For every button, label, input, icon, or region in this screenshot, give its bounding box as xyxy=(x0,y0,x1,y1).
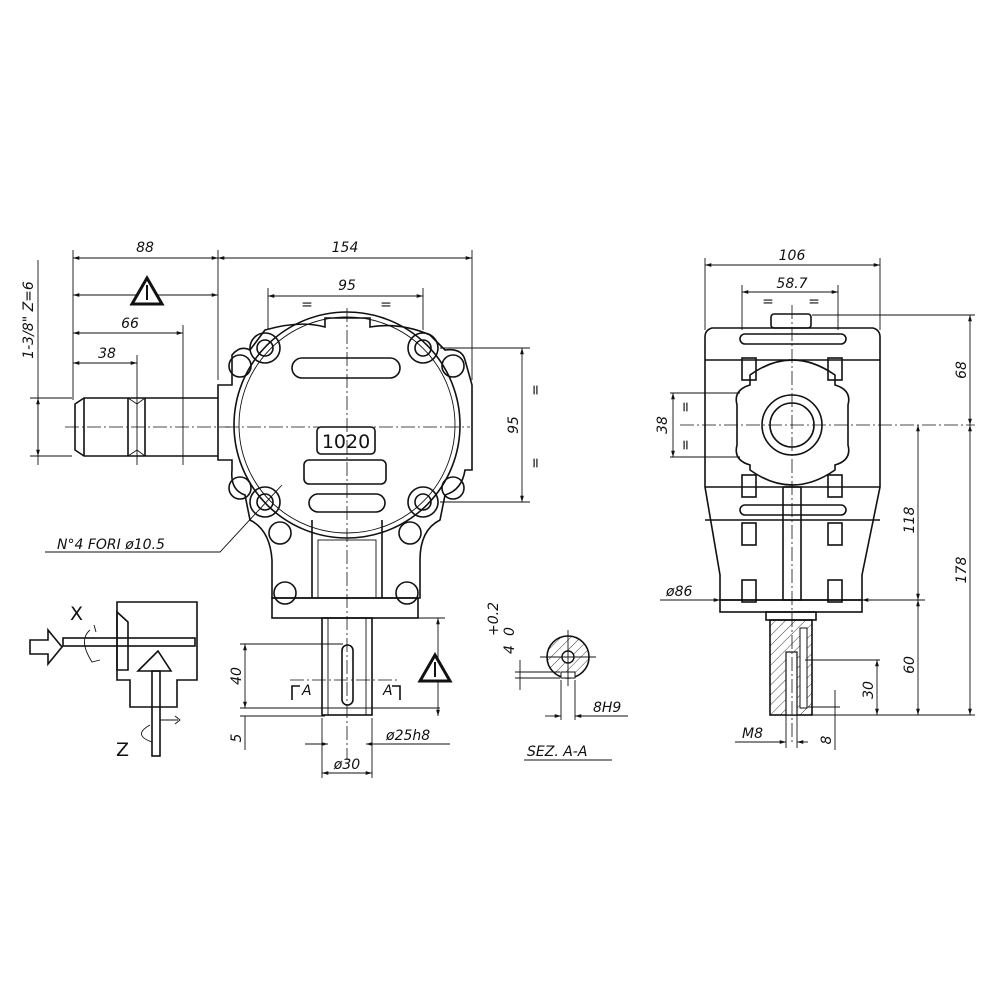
dim-shaft-diameter: ø25h8 xyxy=(385,728,430,744)
dim-106: 106 xyxy=(779,248,806,264)
rotation-schematic: X Z xyxy=(29,601,198,761)
warning-icon xyxy=(129,274,165,306)
dim-68: 68 xyxy=(954,361,970,379)
section-mark-right: A xyxy=(382,683,393,699)
dim-key-tolerance-upper: +0.2 xyxy=(486,602,502,636)
input-shaft-spec: 1-3/8" Z=6 xyxy=(21,281,37,359)
output-shaft xyxy=(290,617,401,716)
section-a-a: 4 +0.2 0 8H9 SEZ. A-A xyxy=(486,602,628,761)
axis-z-label: Z xyxy=(116,739,129,761)
equal-mark: = xyxy=(678,401,694,413)
dim-58-7: 58.7 xyxy=(776,276,807,292)
dim-66: 66 xyxy=(121,316,139,332)
equal-mark: = xyxy=(528,384,544,396)
equal-mark: = xyxy=(762,294,774,310)
dim-40: 40 xyxy=(229,667,245,685)
equal-mark: = xyxy=(808,294,820,310)
dim-key-depth: 4 xyxy=(502,645,518,654)
dim-118: 118 xyxy=(902,507,918,534)
dim-95-horizontal: 95 xyxy=(338,278,356,294)
thread-spec: M8 xyxy=(742,726,763,742)
dim-95-vertical: 95 xyxy=(506,416,522,434)
section-title: SEZ. A-A xyxy=(527,744,587,760)
dim-key-tolerance-lower: 0 xyxy=(502,627,518,636)
side-view: 106 58.7 = = xyxy=(655,248,975,750)
front-view: 88 154 66 38 95 = = 95 = = 1-3/8" Z=6 xyxy=(21,240,544,778)
side-bolts xyxy=(741,357,843,603)
hex-bolts xyxy=(228,354,465,605)
input-arrow-icon xyxy=(29,627,64,667)
dim-60: 60 xyxy=(902,656,918,674)
warning-icon xyxy=(417,651,453,683)
gearbox-housing xyxy=(217,308,473,760)
dim-154: 154 xyxy=(332,240,359,256)
equal-mark: = xyxy=(528,457,544,469)
equal-mark: = xyxy=(301,297,313,313)
model-label: 1020 xyxy=(322,431,370,453)
dim-5: 5 xyxy=(229,733,245,742)
dim-collar-diameter: ø30 xyxy=(333,757,360,773)
equal-mark: = xyxy=(380,297,392,313)
section-mark-left: A xyxy=(301,683,312,699)
dim-178: 178 xyxy=(954,557,970,584)
dim-38: 38 xyxy=(98,346,116,362)
dim-38-side: 38 xyxy=(655,416,671,434)
model-plate xyxy=(316,426,376,455)
dim-key-width: 8H9 xyxy=(593,700,621,716)
holes-note: N°4 FORI ø10.5 xyxy=(57,537,165,553)
equal-mark: = xyxy=(678,439,694,451)
dim-30: 30 xyxy=(861,681,877,699)
dim-8: 8 xyxy=(819,735,835,744)
dim-flange-diameter: ø86 xyxy=(665,584,692,600)
input-shaft xyxy=(65,397,230,457)
bolt-holes xyxy=(249,332,439,518)
axis-x-label: X xyxy=(70,603,83,625)
dim-88: 88 xyxy=(136,240,154,256)
